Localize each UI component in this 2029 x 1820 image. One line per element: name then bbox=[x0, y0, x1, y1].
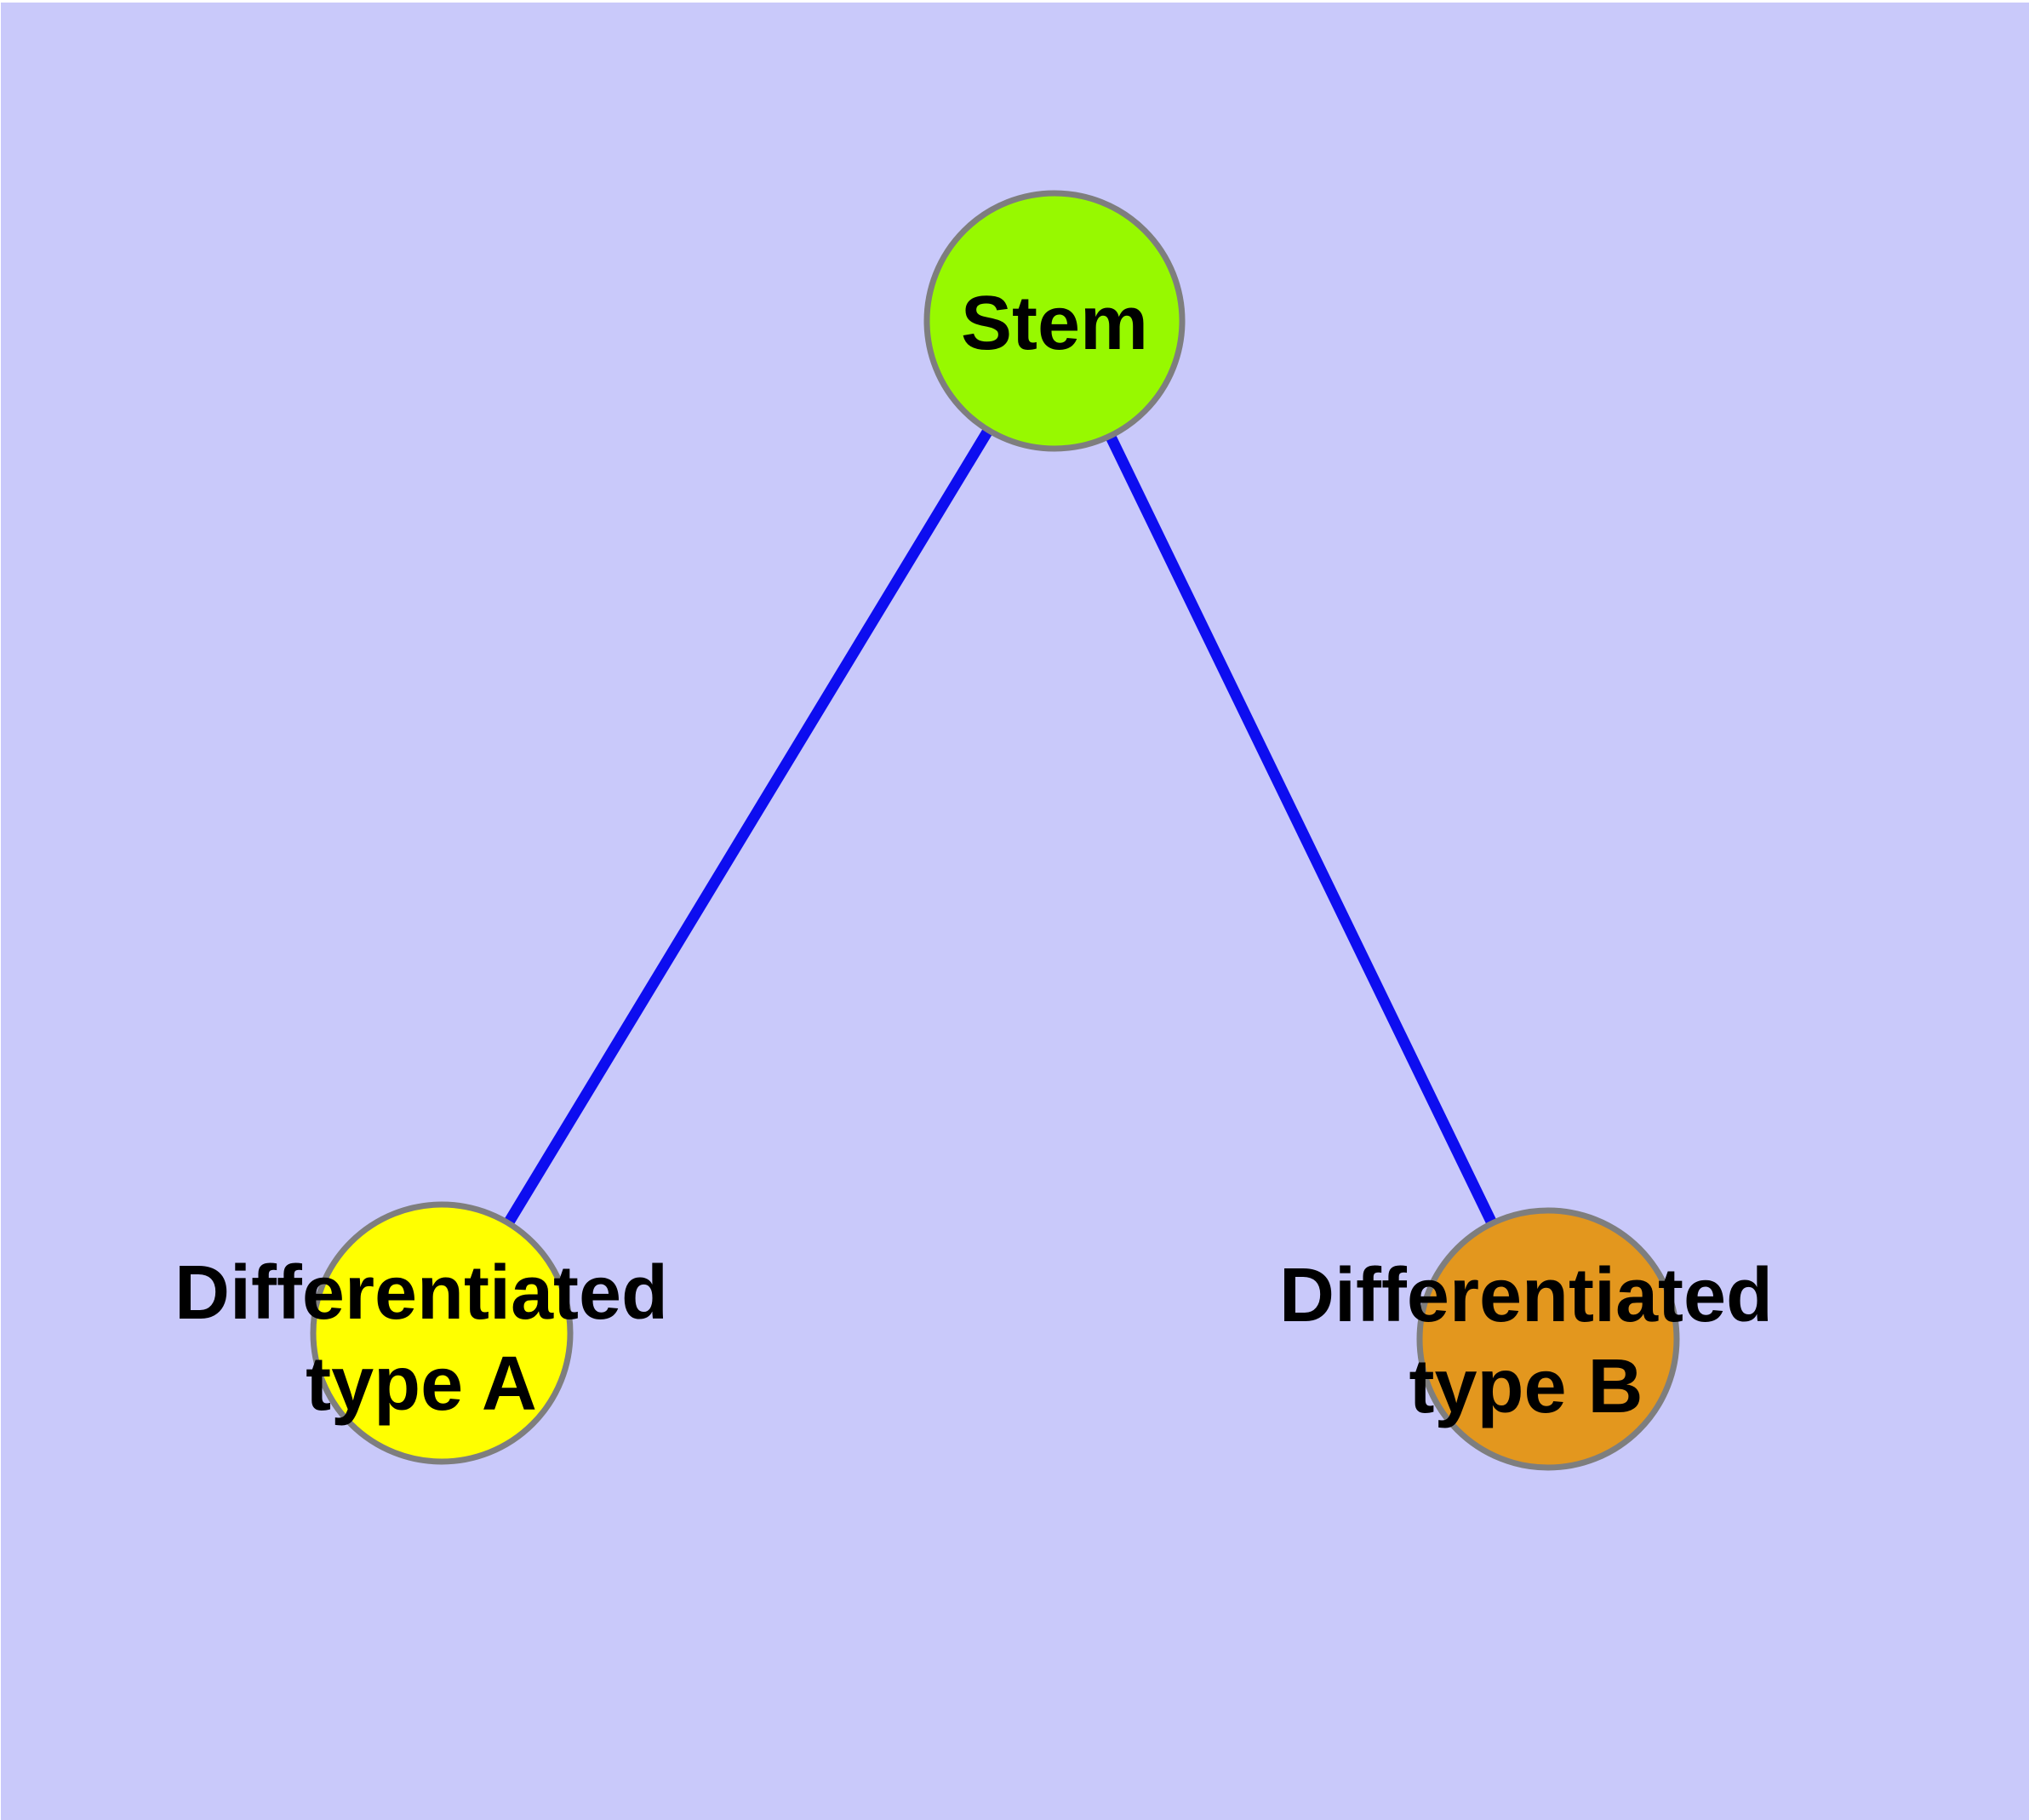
edge-stem-to-differentiated-type-a bbox=[437, 318, 1060, 1336]
node-differentiated-type-a bbox=[310, 1201, 574, 1465]
edge-stem-to-differentiated-type-b bbox=[1049, 318, 1553, 1342]
node-differentiated-type-b bbox=[1416, 1207, 1680, 1471]
graph-svg bbox=[310, 190, 1680, 1471]
diagram-canvas: Stem Differentiated type A Differentiate… bbox=[1, 3, 2029, 1820]
node-stem bbox=[923, 190, 1186, 452]
